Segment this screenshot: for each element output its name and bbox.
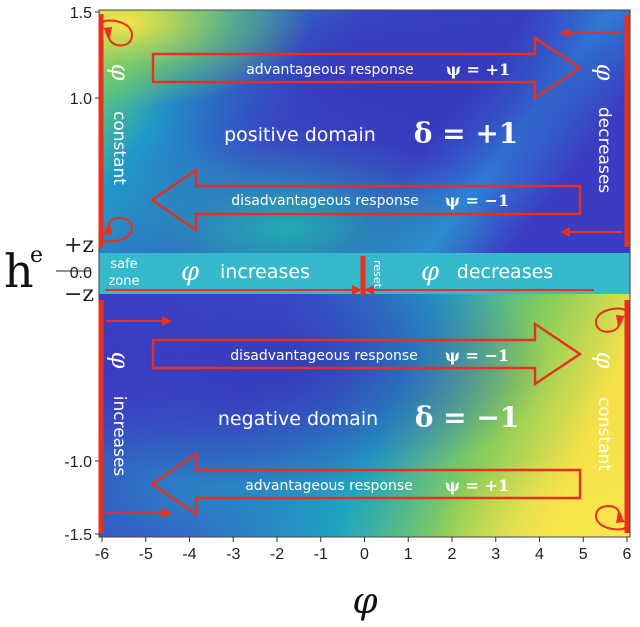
arrow-text-top-left: disadvantageous response xyxy=(231,193,419,209)
side-bottom-right-text: constant xyxy=(594,397,614,471)
big-arrow-bottom-right xyxy=(151,321,583,387)
band-left-text: increases xyxy=(220,261,310,283)
y-axis xyxy=(95,11,99,535)
y-band-plus-z: +z xyxy=(64,233,94,258)
side-top-left-text: constant xyxy=(109,111,129,185)
arrow-text-bottom-right: disadvantageous response xyxy=(230,348,418,364)
negative-domain-heatmap xyxy=(99,294,630,537)
negative-domain-label: negative domain xyxy=(218,408,378,430)
x-tick-label: -2 xyxy=(270,546,284,563)
x-tick-label: 0 xyxy=(360,546,369,563)
x-axis: -6 -5 -4 -3 -2 -1 0 1 2 3 4 5 6 xyxy=(95,537,632,563)
x-tick-label: 3 xyxy=(491,546,500,563)
negative-delta-label: δ = −1 xyxy=(415,401,520,434)
safe-zone-label-bottom: zone xyxy=(108,274,139,289)
y-tick-label: 1.0 xyxy=(70,91,92,108)
loop-bottom-right-upper xyxy=(594,307,626,333)
side-bottom-left-text: increases xyxy=(109,396,129,477)
big-arrow-bottom-left xyxy=(149,451,582,517)
y-tick-label: 1.5 xyxy=(70,5,92,22)
arrow-heads xyxy=(103,27,625,523)
positive-delta-label: δ = +1 xyxy=(414,117,519,150)
side-top-right-phi: φ xyxy=(591,64,619,81)
arrow-text-bottom-left: advantageous response xyxy=(245,478,413,494)
loop-top-left-upper xyxy=(102,19,134,47)
side-bottom-right-phi: φ xyxy=(591,352,619,369)
x-tick-label: -4 xyxy=(182,546,196,563)
positive-domain-label: positive domain xyxy=(224,124,376,146)
y-axis-symbol: h xyxy=(4,244,34,298)
arrow-psi-top-right: ψ = +1 xyxy=(446,60,510,79)
band-left-phi: φ xyxy=(181,257,200,287)
x-tick-label: -3 xyxy=(226,546,240,563)
arrow-psi-bottom-left: ψ = +1 xyxy=(445,476,509,495)
arrow-psi-bottom-right: ψ = −1 xyxy=(445,346,509,365)
loop-top-left-lower xyxy=(102,217,134,243)
positive-domain-heatmap xyxy=(99,10,630,253)
arrow-text-top-right: advantageous response xyxy=(246,62,414,78)
side-top-right-text: decreases xyxy=(594,107,614,193)
x-tick-label: 1 xyxy=(404,546,413,563)
band-right-phi: φ xyxy=(421,257,440,287)
reset-label: reset xyxy=(371,260,384,289)
y-band-zero: 0.0 xyxy=(70,265,92,282)
side-top-left-phi: φ xyxy=(106,64,134,81)
x-axis-symbol: φ xyxy=(352,581,378,622)
x-tick-label: -6 xyxy=(95,546,109,563)
x-tick-label: -1 xyxy=(314,546,328,563)
x-tick-label: 6 xyxy=(623,546,632,563)
y-tick-label: -1.5 xyxy=(64,527,92,544)
flow-arrows xyxy=(98,14,630,533)
x-tick-label: 2 xyxy=(448,546,457,563)
loop-bottom-right-lower xyxy=(594,505,626,531)
y-axis-superscript: e xyxy=(30,243,43,268)
y-band-minus-z: −z xyxy=(64,282,94,307)
x-tick-label: 5 xyxy=(579,546,588,563)
band-right-text: decreases xyxy=(457,261,553,283)
x-tick-label: 4 xyxy=(535,546,544,563)
safe-zone-label-top: safe xyxy=(110,257,137,272)
x-tick-label: -5 xyxy=(139,546,153,563)
y-tick-label: -1.0 xyxy=(64,454,92,471)
arrow-psi-top-left: ψ = −1 xyxy=(445,191,509,210)
big-arrow-top-right xyxy=(151,35,583,101)
side-bottom-left-phi: φ xyxy=(106,352,134,369)
big-arrow-top-left xyxy=(149,167,582,233)
